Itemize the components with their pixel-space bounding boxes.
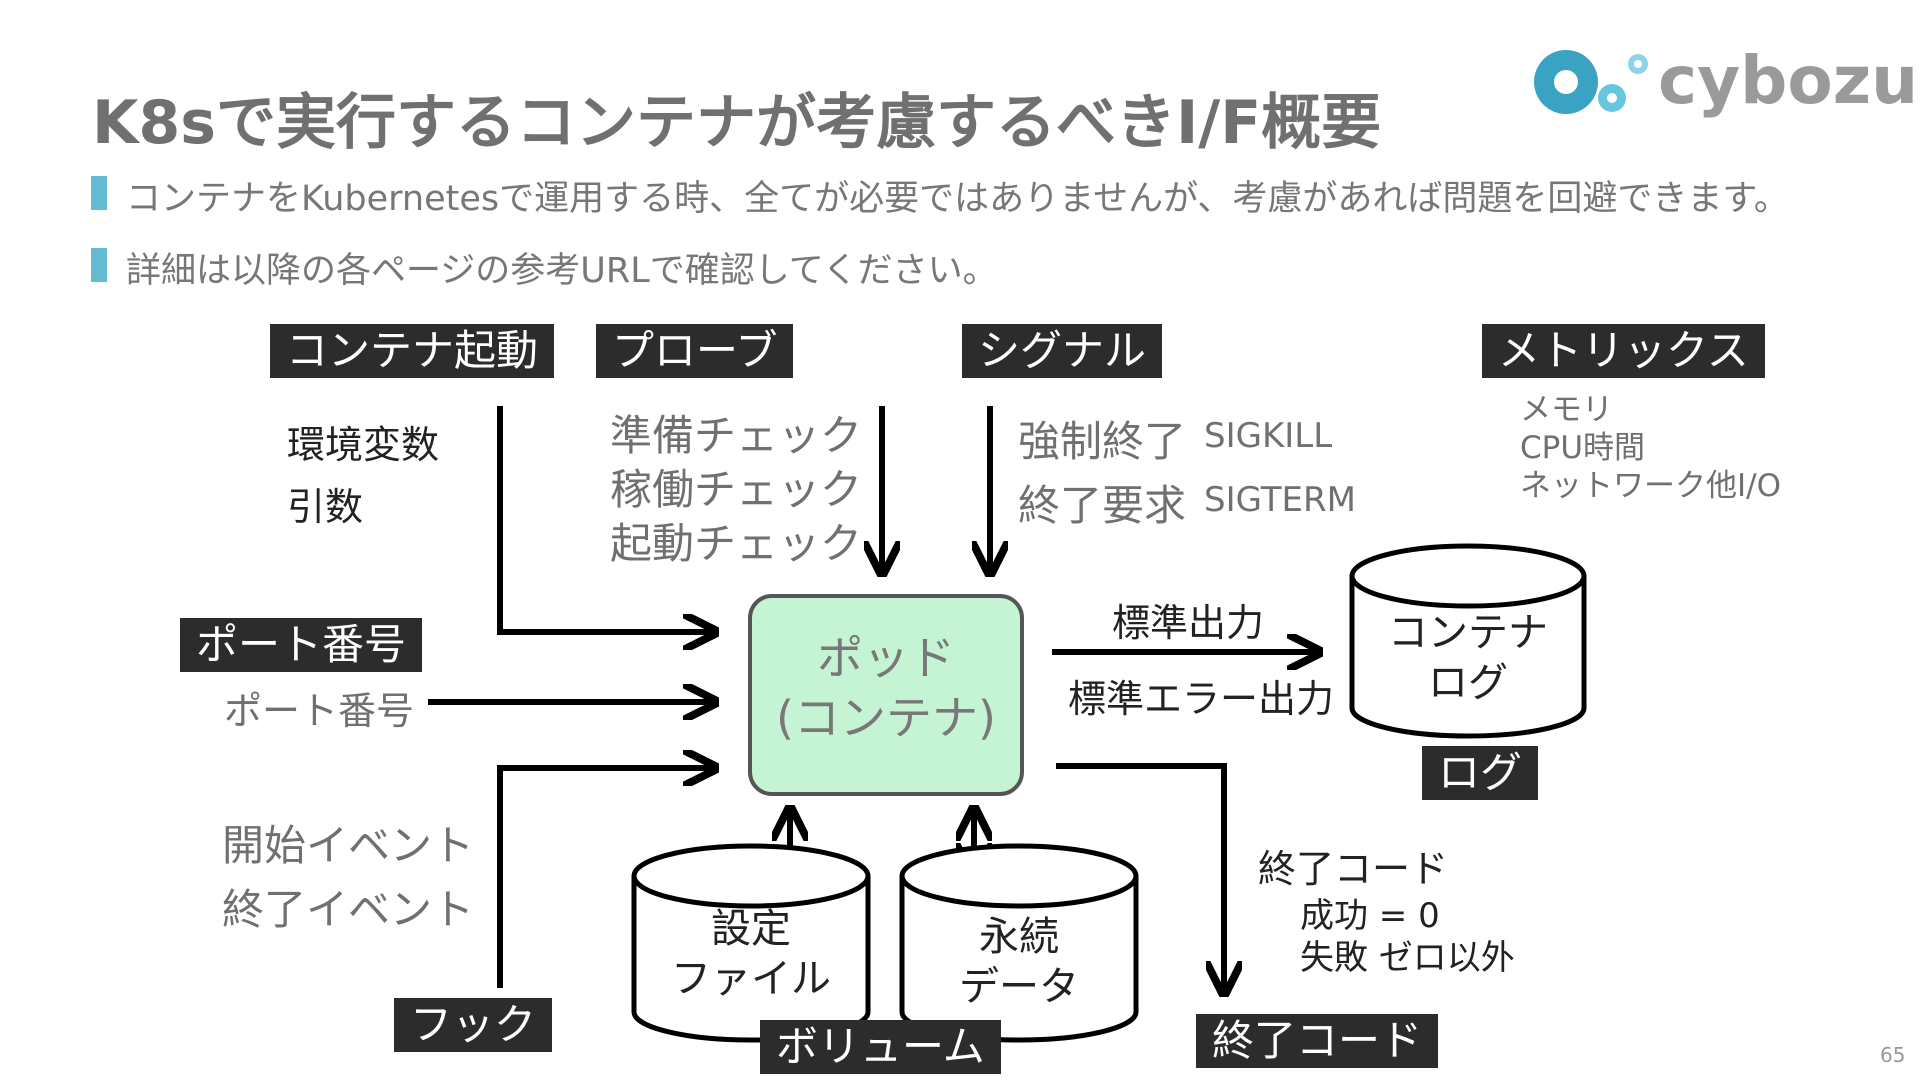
log-cylinder — [1349, 543, 1587, 739]
liveness-check-label: 稼働チェック — [610, 465, 863, 514]
logo-text: cybozu — [1658, 42, 1919, 119]
log-cylinder-line2: ログ — [1428, 660, 1508, 706]
tag-signal: シグナル — [962, 324, 1163, 378]
slide-title: K8sで実行するコンテナが考慮するべきI/F概要 — [92, 88, 1382, 158]
pod-sublabel: (コンテナ) — [776, 691, 996, 745]
env-var-label: 環境変数 — [287, 423, 440, 467]
cybozu-logo: cybozu — [1530, 40, 1918, 130]
pod-box: ポッド (コンテナ) — [748, 594, 1024, 796]
exit-success-label: 成功 = 0 — [1300, 896, 1440, 936]
port-number-label: ポート番号 — [224, 689, 415, 733]
tag-exit-code: 終了コード — [1196, 1014, 1439, 1068]
persistent-line2: データ — [959, 964, 1079, 1010]
tag-volume: ボリューム — [760, 1020, 1001, 1074]
readiness-check-label: 準備チェック — [610, 411, 863, 460]
sigterm-label: SIGTERM — [1204, 480, 1356, 520]
stderr-label: 標準エラー出力 — [1068, 677, 1335, 721]
memory-label: メモリ — [1520, 392, 1613, 428]
sigkill-label: SIGKILL — [1204, 416, 1333, 456]
tag-hook: フック — [394, 998, 553, 1052]
args-label: 引数 — [287, 485, 364, 529]
pod-label: ポッド — [817, 631, 955, 685]
bullet-text-1: コンテナをKubernetesで運用する時、全てが必要ではありませんが、考慮があ… — [126, 179, 1789, 219]
config-cylinder — [631, 843, 871, 1043]
start-event-label: 開始イベント — [222, 821, 475, 870]
bullet-marker — [91, 248, 107, 282]
cpu-time-label: CPU時間 — [1520, 430, 1646, 466]
bullet-text-2: 詳細は以降の各ページの参考URLで確認してください。 — [126, 251, 998, 291]
force-kill-label: 強制終了 — [1018, 417, 1187, 466]
tag-port-number: ポート番号 — [180, 618, 423, 672]
cybozu-logo-icon — [1534, 50, 1648, 114]
page-number: 65 — [1880, 1043, 1906, 1067]
startup-arrow — [497, 406, 712, 632]
config-line1: 設定 — [711, 906, 791, 952]
exit-failure-label: 失敗 ゼロ以外 — [1300, 938, 1515, 978]
tag-container-startup: コンテナ起動 — [270, 324, 555, 378]
log-cylinder-label: コンテナ ログ — [1352, 608, 1584, 708]
exit-arrow — [1056, 763, 1224, 990]
end-event-label: 終了イベント — [222, 885, 475, 934]
config-line2: ファイル — [671, 956, 831, 1002]
log-cylinder-line1: コンテナ — [1388, 610, 1548, 656]
persistent-data-label: 永続 データ — [902, 912, 1136, 1012]
network-io-label: ネットワーク他I/O — [1520, 468, 1781, 504]
tag-metrics: メトリックス — [1482, 324, 1765, 378]
bullet-marker — [91, 176, 107, 210]
tag-probe: プローブ — [596, 324, 794, 378]
stdout-label: 標準出力 — [1112, 601, 1265, 645]
config-file-label: 設定 ファイル — [634, 904, 868, 1004]
exit-code-heading: 終了コード — [1258, 847, 1449, 891]
tag-log: ログ — [1422, 746, 1539, 800]
persistent-line1: 永続 — [979, 914, 1059, 960]
hook-arrow — [497, 768, 712, 988]
terminate-request-label: 終了要求 — [1018, 481, 1187, 530]
startup-check-label: 起動チェック — [610, 519, 863, 568]
